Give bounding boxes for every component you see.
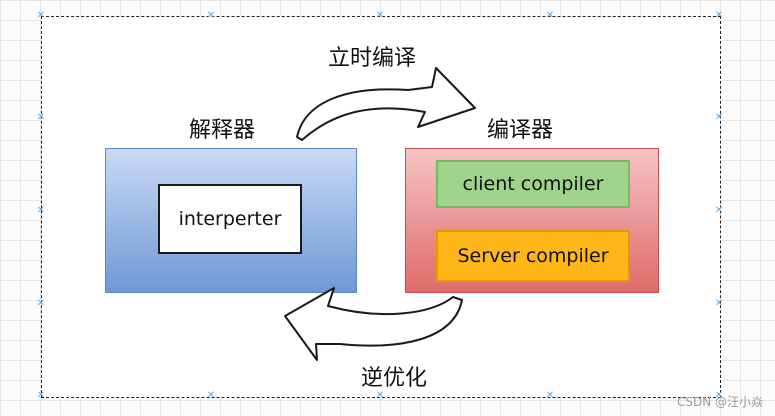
selection-handle-icon[interactable]: ✕ (375, 390, 385, 401)
selection-handle-icon[interactable]: ✕ (36, 112, 46, 123)
selection-handle-icon[interactable]: ✕ (36, 390, 46, 401)
server-compiler-box[interactable]: Server compiler (436, 230, 630, 282)
watermark: CSDN @汪小焱 (676, 395, 763, 409)
selection-handle-icon[interactable]: ✕ (36, 10, 46, 21)
selection-handle-icon[interactable]: ✕ (375, 10, 385, 21)
selection-handle-icon[interactable]: ✕ (36, 205, 46, 216)
client-compiler-label: client compiler (462, 173, 604, 195)
selection-handle-icon[interactable]: ✕ (206, 10, 216, 21)
interpreter-inner-label: interperter (178, 208, 282, 230)
selection-handle-icon[interactable]: ✕ (714, 112, 724, 123)
interpreter-inner-box[interactable]: interperter (158, 184, 302, 254)
selection-handle-icon[interactable]: ✕ (714, 390, 724, 401)
selection-handle-icon[interactable]: ✕ (545, 10, 555, 21)
jit-label: 立时编译 (328, 46, 417, 71)
compiler-title: 编译器 (487, 118, 554, 143)
selection-handle-icon[interactable]: ✕ (714, 298, 724, 309)
server-compiler-label: Server compiler (457, 245, 609, 267)
selection-handle-icon[interactable]: ✕ (36, 298, 46, 309)
client-compiler-box[interactable]: client compiler (436, 160, 630, 208)
selection-handle-icon[interactable]: ✕ (714, 10, 724, 21)
selection-handle-icon[interactable]: ✕ (206, 390, 216, 401)
interpreter-title: 解释器 (189, 118, 256, 143)
deopt-label: 逆优化 (361, 366, 428, 391)
selection-handle-icon[interactable]: ✕ (545, 390, 555, 401)
selection-handle-icon[interactable]: ✕ (714, 205, 724, 216)
